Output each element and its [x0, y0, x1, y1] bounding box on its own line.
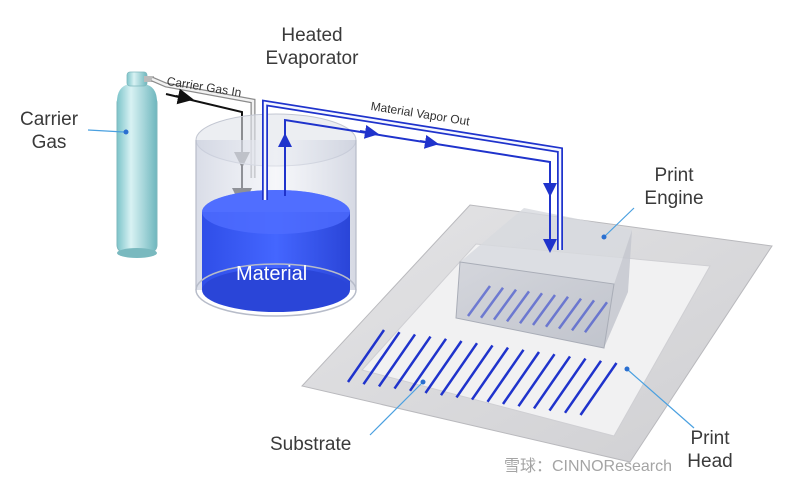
- print-engine-label-line2: Engine: [644, 188, 704, 209]
- print-head-label: Print Head: [680, 427, 740, 473]
- carrier-gas-dot: [123, 129, 129, 135]
- print-head-line: [466, 285, 492, 317]
- substrate-line: [470, 346, 510, 401]
- substrate-line: [455, 344, 494, 399]
- substrate-line: [501, 351, 541, 405]
- print-head-dot: [624, 366, 630, 372]
- carrier-gas-label-line1: Carrier: [19, 109, 79, 130]
- substrate-line: [563, 360, 603, 414]
- substrate-line: [439, 342, 479, 396]
- print-engine-label: Print Engine: [634, 164, 714, 210]
- print-head-line: [518, 292, 544, 324]
- leader-lines: [87, 129, 695, 436]
- print-head-line-group: [466, 285, 609, 333]
- heated-evaporator: [195, 113, 357, 317]
- print-engine-dot: [601, 234, 607, 240]
- material-label: Material: [236, 263, 308, 285]
- substrate-line: [362, 331, 401, 385]
- substrate-line: [346, 329, 386, 383]
- watermark: 雪球：CINNOResearch: [504, 458, 673, 475]
- print-head-line: [505, 290, 531, 323]
- print-head-label-line2: Head: [687, 451, 733, 472]
- substrate-line: [393, 335, 432, 390]
- heated-evaporator-label-line2: Evaporator: [265, 48, 359, 69]
- print-head-line: [479, 287, 505, 319]
- print-head-line: [583, 301, 609, 333]
- heated-evaporator-label-line1: Heated: [281, 25, 343, 46]
- substrate-line-group: [346, 329, 618, 416]
- material-vapor-tube: [262, 99, 563, 253]
- print-engine-leader: [604, 207, 635, 237]
- carrier-gas-cylinder: [116, 71, 158, 258]
- substrate-line: [517, 353, 556, 407]
- print-engine-label-line1: Print: [654, 165, 694, 186]
- heated-evaporator-label: Heated Evaporator: [262, 24, 362, 70]
- substrate-label: Substrate: [270, 434, 352, 455]
- substrate-line: [548, 357, 587, 412]
- carrier-gas-leader: [87, 129, 125, 133]
- print-head-label-line1: Print: [690, 428, 730, 449]
- substrate-leader: [369, 382, 423, 436]
- carrier-gas-label: Carrier Gas: [14, 108, 84, 154]
- substrate-line: [377, 333, 417, 388]
- substrate-dot: [420, 379, 426, 385]
- print-head-line: [570, 299, 596, 332]
- substrate-line: [408, 338, 448, 392]
- substrate-line: [579, 362, 618, 416]
- print-head-line: [492, 288, 518, 321]
- print-head-leader: [627, 369, 695, 429]
- substrate-line: [532, 355, 572, 410]
- substrate-line: [486, 349, 525, 403]
- print-head-line: [557, 297, 583, 330]
- carrier-gas-label-line2: Gas: [31, 132, 67, 153]
- print-head-line: [544, 296, 570, 328]
- print-head-line: [531, 294, 557, 326]
- substrate-line: [424, 340, 463, 394]
